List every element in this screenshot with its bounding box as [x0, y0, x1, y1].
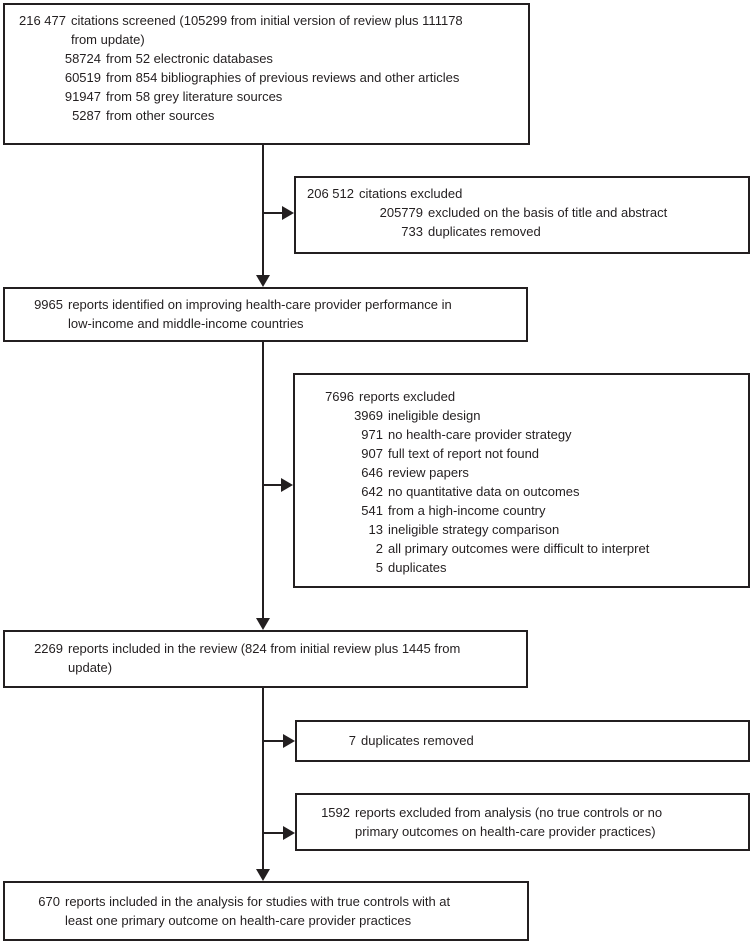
item-label: ineligible design: [388, 408, 481, 423]
box-label: citations screened (105299 from initial …: [71, 13, 463, 47]
box-main-line: 7696 reports excluded: [295, 387, 742, 406]
arrowhead-down-icon: [256, 275, 270, 287]
connector-line-branch-1: [263, 212, 284, 214]
item-count: 971: [361, 427, 383, 442]
arrowhead-right-icon: [282, 206, 294, 220]
arrowhead-right-icon: [283, 734, 295, 748]
box-duplicates-removed: 7 duplicates removed: [295, 720, 750, 762]
item-count: 541: [361, 503, 383, 518]
box-label: citations excluded: [359, 186, 463, 201]
box-label: reports identified on improving health-c…: [68, 297, 452, 331]
duplicate-count: 7: [348, 733, 356, 748]
item-count: 3969: [354, 408, 383, 423]
breakdown-item: 60519 from 854 bibliographies of previou…: [5, 68, 522, 87]
breakdown-item: 971 no health-care provider strategy: [295, 425, 742, 444]
item-count: 646: [361, 465, 383, 480]
item-label: excluded on the basis of title and abstr…: [428, 205, 668, 220]
item-label: from 854 bibliographies of previous revi…: [106, 70, 460, 85]
item-count: 2: [375, 541, 383, 556]
item-label: no health-care provider strategy: [388, 427, 572, 442]
item-label: full text of report not found: [388, 446, 540, 461]
box-reports-excluded: 7696 reports excluded 3969 ineligible de…: [293, 373, 750, 588]
arrowhead-down-icon: [256, 869, 270, 881]
box-main-line: 7 duplicates removed: [297, 731, 742, 750]
box-main-line: 2269 reports included in the review (824…: [5, 639, 520, 677]
item-count: 5287: [72, 108, 101, 123]
item-label: all primary outcomes were difficult to i…: [388, 541, 650, 556]
box-reports-included-analysis: 670 reports included in the analysis for…: [3, 881, 529, 941]
item-count: 907: [361, 446, 383, 461]
arrowhead-right-icon: [281, 478, 293, 492]
item-label: review papers: [388, 465, 469, 480]
breakdown-item: 91947 from 58 grey literature sources: [5, 87, 522, 106]
connector-line-vertical-1: [262, 145, 264, 277]
breakdown-item: 5287 from other sources: [5, 106, 522, 125]
item-count: 733: [401, 224, 423, 239]
box-label: reports excluded from analysis (no true …: [355, 805, 663, 839]
box-label: reports included in the analysis for stu…: [65, 894, 451, 928]
report-count: 9965: [34, 297, 63, 312]
connector-line-branch-2: [263, 484, 282, 486]
breakdown-item: 205779 excluded on the basis of title an…: [296, 203, 742, 222]
connector-line-vertical-2: [262, 342, 264, 619]
connector-line-branch-4: [263, 832, 284, 834]
report-count: 1592: [321, 805, 350, 820]
breakdown-item: 733 duplicates removed: [296, 222, 742, 241]
citation-count: 216 477: [19, 13, 66, 28]
report-count: 670: [38, 894, 60, 909]
item-count: 60519: [64, 70, 101, 85]
box-main-line: 1592 reports excluded from analysis (no …: [297, 803, 742, 841]
arrowhead-right-icon: [283, 826, 295, 840]
breakdown-list: 205779 excluded on the basis of title an…: [296, 203, 742, 241]
box-main-line: 670 reports included in the analysis for…: [5, 892, 521, 930]
item-count: 642: [361, 484, 383, 499]
breakdown-item: 13 ineligible strategy comparison: [295, 520, 742, 539]
breakdown-item: 907 full text of report not found: [295, 444, 742, 463]
box-reports-included-review: 2269 reports included in the review (824…: [3, 630, 528, 688]
report-count: 2269: [34, 641, 63, 656]
box-citations-excluded: 206 512 citations excluded 205779 exclud…: [294, 176, 750, 254]
box-label: reports excluded: [359, 389, 456, 404]
item-label: ineligible strategy comparison: [388, 522, 560, 537]
breakdown-item: 646 review papers: [295, 463, 742, 482]
breakdown-list: 58724 from 52 electronic databases 60519…: [5, 49, 522, 125]
connector-line-branch-3: [263, 740, 284, 742]
breakdown-item: 2 all primary outcomes were difficult to…: [295, 539, 742, 558]
item-label: duplicates: [388, 560, 447, 575]
box-label: duplicates removed: [361, 733, 474, 748]
item-label: from a high-income country: [388, 503, 546, 518]
connector-line-vertical-3: [262, 688, 264, 870]
breakdown-item: 3969 ineligible design: [295, 406, 742, 425]
item-label: no quantitative data on outcomes: [388, 484, 580, 499]
breakdown-list: 3969 ineligible design 971 no health-car…: [295, 406, 742, 577]
item-label: from 58 grey literature sources: [106, 89, 283, 104]
item-count: 13: [368, 522, 383, 537]
item-label: from 52 electronic databases: [106, 51, 273, 66]
box-citations-screened: 216 477 citations screened (105299 from …: [3, 3, 530, 145]
box-label: reports included in the review (824 from…: [68, 641, 461, 675]
box-main-line: 216 477 citations screened (105299 from …: [5, 11, 522, 49]
item-count: 58724: [64, 51, 101, 66]
breakdown-item: 58724 from 52 electronic databases: [5, 49, 522, 68]
breakdown-item: 541 from a high-income country: [295, 501, 742, 520]
report-count: 7696: [325, 389, 354, 404]
item-count: 205779: [379, 205, 423, 220]
item-count: 5: [375, 560, 383, 575]
box-main-line: 9965 reports identified on improving hea…: [5, 295, 520, 333]
box-reports-excluded-analysis: 1592 reports excluded from analysis (no …: [295, 793, 750, 851]
item-label: duplicates removed: [428, 224, 541, 239]
arrowhead-down-icon: [256, 618, 270, 630]
citation-count: 206 512: [307, 186, 354, 201]
box-main-line: 206 512 citations excluded: [296, 184, 742, 203]
box-reports-identified: 9965 reports identified on improving hea…: [3, 287, 528, 342]
breakdown-item: 642 no quantitative data on outcomes: [295, 482, 742, 501]
item-count: 91947: [64, 89, 101, 104]
item-label: from other sources: [106, 108, 215, 123]
breakdown-item: 5 duplicates: [295, 558, 742, 577]
